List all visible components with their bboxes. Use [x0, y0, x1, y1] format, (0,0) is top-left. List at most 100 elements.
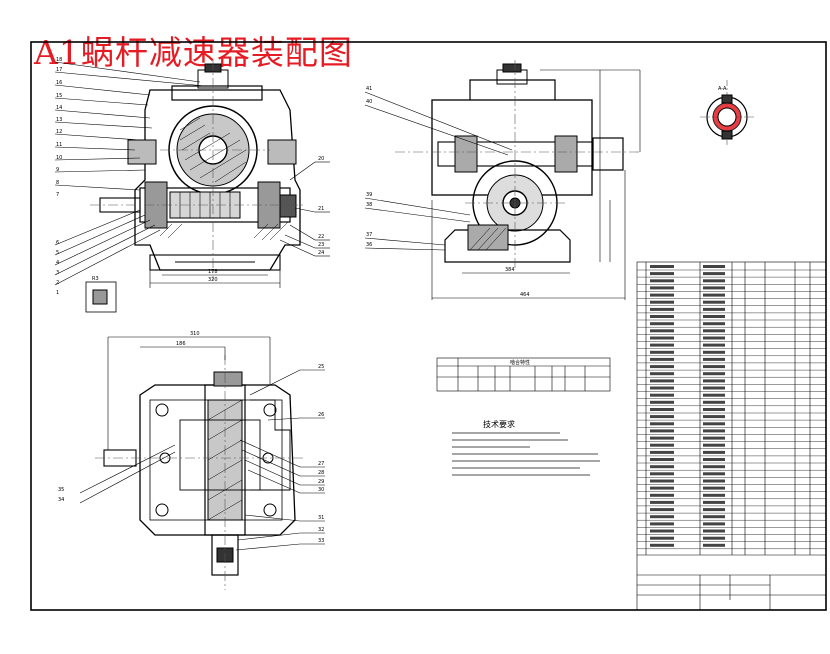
callout-32: 32 — [318, 527, 324, 533]
side-view — [395, 60, 641, 300]
callout-34: 34 — [58, 497, 64, 503]
parts-row-name-mark — [703, 500, 725, 504]
parts-row-name-mark — [703, 372, 725, 376]
callout-41: 41 — [366, 86, 372, 92]
parts-row-code-mark — [650, 479, 674, 483]
parts-row-name-mark — [703, 265, 725, 268]
parts-row-name-mark — [703, 429, 725, 433]
callout-6: 6 — [56, 240, 59, 246]
parts-row-code-mark — [650, 300, 674, 304]
callout-14: 14 — [56, 105, 62, 111]
parts-row-code-mark — [650, 336, 674, 340]
parts-row-code-mark — [650, 350, 674, 354]
callout-38: 38 — [366, 202, 372, 208]
parts-list-text-marks — [650, 265, 725, 547]
parts-row-name-mark — [703, 379, 725, 383]
title-block — [637, 554, 826, 610]
parts-row-name-mark — [703, 286, 725, 290]
parts-row-code-mark — [650, 450, 674, 454]
parts-row-name-mark — [703, 493, 725, 497]
parts-row-code-mark — [650, 379, 674, 383]
parts-row-code-mark — [650, 515, 674, 519]
parts-row-name-mark — [703, 479, 725, 483]
parts-row-code-mark — [650, 393, 674, 397]
parts-row-name-mark — [703, 508, 725, 512]
callout-30: 30 — [318, 487, 324, 493]
side-callouts — [364, 91, 513, 251]
callout-23: 23 — [318, 242, 324, 248]
parts-row-code-mark — [650, 443, 674, 447]
side-dim-inner: 384 — [505, 267, 515, 273]
parts-list — [636, 261, 827, 611]
parts-row-name-mark — [703, 336, 725, 340]
parts-row-name-mark — [703, 350, 725, 354]
parts-row-name-mark — [703, 329, 725, 333]
parts-row-code-mark — [650, 522, 674, 526]
tech-requirements-lines — [452, 432, 600, 476]
callout-2: 2 — [56, 280, 59, 286]
callout-28: 28 — [318, 470, 324, 476]
parts-row-code-mark — [650, 536, 674, 540]
plan-dim-inner: 186 — [176, 341, 186, 347]
callout-27: 27 — [318, 461, 324, 467]
parts-row-name-mark — [703, 365, 725, 369]
parts-row-code-mark — [650, 343, 674, 347]
parts-row-name-mark — [703, 458, 725, 461]
parts-row-code-mark — [650, 286, 674, 290]
parts-row-code-mark — [650, 307, 674, 311]
parts-row-name-mark — [703, 436, 725, 440]
parts-row-code-mark — [650, 472, 674, 476]
callout-37: 37 — [366, 232, 372, 238]
parts-row-code-mark — [650, 365, 674, 369]
parts-row-code-mark — [650, 322, 674, 326]
front-dim-width: 320 — [208, 277, 218, 283]
parts-row-code-mark — [650, 386, 674, 390]
callout-3: 3 — [56, 270, 59, 276]
parts-row-code-mark — [650, 508, 674, 512]
front-dim-inner: 178 — [208, 269, 218, 275]
parts-row-code-mark — [650, 265, 674, 268]
parts-row-name-mark — [703, 408, 725, 411]
parts-row-name-mark — [703, 415, 725, 419]
parts-row-name-mark — [703, 386, 725, 390]
parts-row-code-mark — [650, 543, 674, 547]
parts-row-code-mark — [650, 400, 674, 404]
callout-12: 12 — [56, 129, 62, 135]
parts-row-code-mark — [650, 415, 674, 419]
parts-row-name-mark — [703, 515, 725, 519]
parts-row-name-mark — [703, 450, 725, 454]
gear-parameter-table — [436, 357, 611, 392]
callout-36: 36 — [366, 242, 372, 248]
callout-40: 40 — [366, 99, 372, 105]
parts-row-code-mark — [650, 329, 674, 333]
parts-row-name-mark — [703, 443, 725, 447]
front-right-callouts — [279, 161, 330, 257]
front-view — [85, 60, 305, 313]
callout-1: 1 — [56, 290, 59, 296]
callout-13: 13 — [56, 117, 62, 123]
parts-row-code-mark — [650, 529, 674, 533]
parts-row-code-mark — [650, 372, 674, 376]
parts-row-name-mark — [703, 486, 725, 490]
front-left-callout-numbers: 18 17 16 15 14 13 12 11 10 9 8 7 6 5 4 3… — [56, 57, 62, 296]
parts-row-code-mark — [650, 486, 674, 490]
parts-row-name-mark — [703, 543, 725, 547]
parts-row-name-mark — [703, 536, 725, 540]
callout-20: 20 — [318, 156, 324, 162]
parts-row-code-mark — [650, 315, 674, 318]
callout-7: 7 — [56, 192, 59, 198]
detail-view-label: R3 — [92, 276, 99, 282]
callout-21: 21 — [318, 206, 324, 212]
callout-35: 35 — [58, 487, 64, 493]
parts-row-name-mark — [703, 393, 725, 397]
callout-25: 25 — [318, 364, 324, 370]
parts-row-code-mark — [650, 422, 674, 426]
params-heading: 啮合特性 — [510, 359, 530, 366]
parts-row-code-mark — [650, 272, 674, 276]
plan-dim-width: 310 — [190, 331, 200, 337]
callout-8: 8 — [56, 180, 59, 186]
plan-callouts — [79, 369, 325, 551]
callout-15: 15 — [56, 93, 62, 99]
parts-row-name-mark — [703, 322, 725, 326]
parts-row-name-mark — [703, 465, 725, 469]
